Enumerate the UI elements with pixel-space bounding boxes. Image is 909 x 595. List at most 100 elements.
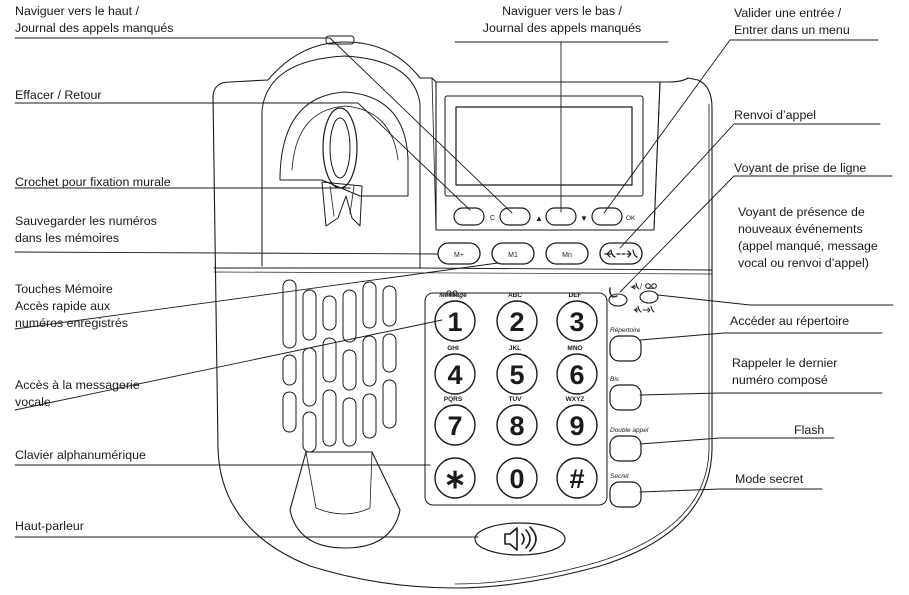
keypad-digit: 7 [447, 411, 462, 441]
keypad-key-button[interactable] [434, 353, 476, 395]
clear-key[interactable] [453, 207, 485, 226]
label-line-led: Voyant de prise de ligne [734, 161, 867, 175]
leader-memory-keys [14, 262, 499, 330]
events-led [639, 290, 659, 304]
label-flash: Flash [794, 423, 825, 437]
keypad-letters: TUV [509, 396, 523, 403]
function-key-button[interactable] [609, 335, 642, 362]
wall-hook [321, 181, 363, 227]
leader-directory [639, 332, 883, 341]
phone-body [212, 41, 713, 589]
ok-key[interactable] [591, 207, 623, 226]
label-wall-hook: Crochet pour fixation murale [15, 175, 171, 189]
function-key-1[interactable]: Répertoire [609, 327, 642, 362]
function-key-label: Secret [610, 473, 630, 480]
phone-body-outer [454, 103, 710, 585]
keypad-digit: 2 [509, 307, 524, 337]
leader-voicemail [14, 319, 443, 411]
keypad-key-4[interactable]: 4 GHI [434, 345, 476, 395]
function-key-button[interactable] [609, 435, 642, 462]
label-speaker: Haut-parleur [15, 519, 84, 533]
keypad-key-button[interactable] [556, 353, 598, 395]
keypad-frame [424, 292, 608, 506]
keypad-letters: WXYZ [566, 396, 585, 403]
keypad-digit: 3 [569, 307, 584, 337]
memory-key-mn-label: Mn [562, 252, 572, 259]
cradle-arc [291, 105, 399, 171]
keypad-digit: 5 [509, 360, 524, 390]
label-memory-keys: Touches Mémoire Accès rapide aux numéros… [15, 282, 128, 330]
keypad-key-10[interactable]: ∗ [434, 457, 476, 499]
keypad-key-button[interactable] [434, 457, 476, 499]
label-keypad: Clavier alphanumérique [15, 448, 146, 462]
keypad-key-button[interactable] [556, 404, 598, 446]
call-forward-key[interactable] [599, 242, 643, 265]
keypad-key-button[interactable] [496, 457, 538, 499]
function-key-3[interactable]: Double appel [609, 427, 649, 462]
hook-top-clip [325, 35, 355, 45]
handset-rest [289, 451, 401, 549]
voicemail-icon-led: / [630, 282, 657, 291]
keypad-key-button[interactable] [434, 300, 476, 342]
cradle-outline [261, 55, 421, 269]
function-key-button[interactable] [609, 481, 642, 508]
keypad-key-11[interactable]: 0 [496, 457, 538, 499]
function-key-4[interactable]: Secret [609, 473, 642, 508]
up-key-label: ▲ [535, 214, 543, 223]
keypad-digit: 6 [569, 360, 584, 390]
keypad-key-9[interactable]: 9 WXYZ [556, 396, 598, 446]
speaker-icon [504, 526, 537, 552]
keypad-digit: 4 [447, 360, 462, 390]
keypad-letters: GHI [447, 345, 459, 352]
keypad-key-button[interactable] [496, 404, 538, 446]
leader-mute [639, 488, 823, 493]
keypad-key-button[interactable] [496, 353, 538, 395]
keypad-letters: JKL [509, 345, 521, 352]
leader-events-led [657, 294, 894, 306]
keypad-key-button[interactable] [556, 457, 598, 499]
label-voicemail: Accès à la messagerie vocale [15, 378, 140, 409]
keypad-digit: 0 [509, 464, 524, 494]
memory-key-mn[interactable] [545, 242, 589, 265]
function-key-2[interactable]: Bis [609, 376, 642, 411]
leader-flash [639, 437, 835, 445]
label-save-memories: Sauvegarder les numéros dans les mémoire… [15, 214, 157, 245]
leader-lines [14, 37, 894, 538]
forward-icon-led [633, 305, 655, 313]
label-redial: Rappeler le dernier numéro composé [732, 356, 838, 387]
up-key[interactable] [499, 207, 531, 226]
label-validate: Valider une entrée / Entrer dans un menu [734, 6, 850, 37]
keypad-key-5[interactable]: 5 JKL [496, 345, 538, 395]
keypad-key-button[interactable] [434, 404, 476, 446]
handset-icon [609, 287, 618, 298]
body-seam [213, 267, 713, 271]
leader-redial [639, 392, 883, 396]
memory-key-mplus[interactable] [437, 242, 481, 265]
function-key-label: Double appel [610, 427, 649, 434]
label-clear-back: Effacer / Retour [15, 88, 102, 102]
wall-hook-inner [329, 185, 355, 217]
keypad-digit: 9 [569, 411, 584, 441]
line-led [608, 293, 628, 307]
speaker-key[interactable] [474, 522, 566, 556]
wall-hook-slot-inner [329, 117, 351, 179]
svg-text:/: / [640, 284, 642, 291]
keypad-key-12[interactable]: # [556, 457, 598, 499]
memory-key-m1[interactable] [491, 242, 535, 265]
memory-keys: M+ M1 Mn [437, 242, 643, 265]
label-nav-down: Naviguer vers le bas / Journal des appel… [482, 4, 642, 35]
clear-key-label: C [490, 215, 495, 222]
keypad-key-button[interactable] [496, 300, 538, 342]
keypad-key-button[interactable] [556, 300, 598, 342]
function-key-button[interactable] [609, 384, 642, 411]
label-directory: Accéder au répertoire [730, 314, 850, 328]
